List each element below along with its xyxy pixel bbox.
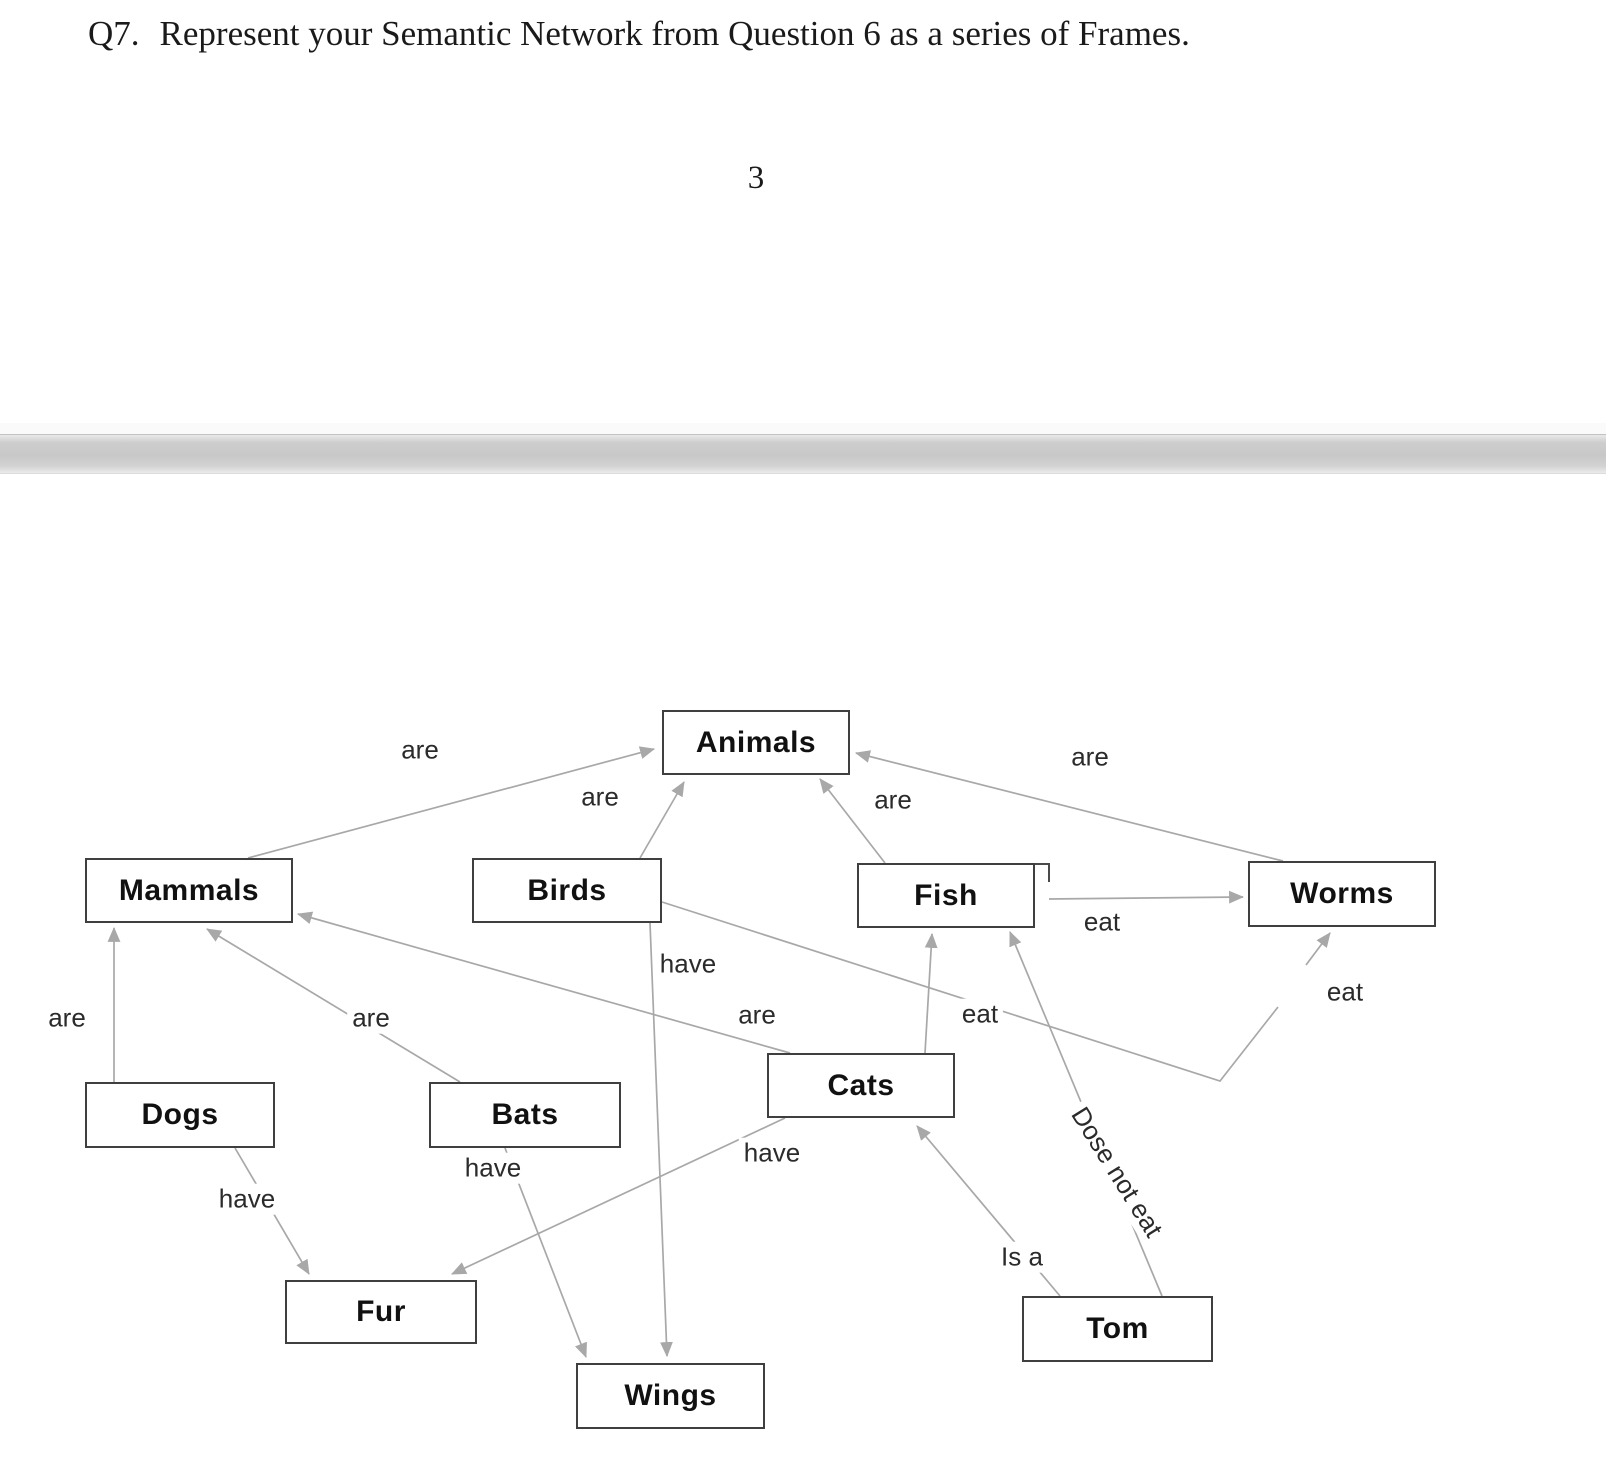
edge-label-dogs-mammals: are xyxy=(43,1002,91,1034)
edge-birds-animals xyxy=(639,781,685,859)
edge-mammals-animals xyxy=(247,746,656,859)
edge-label-cats-fish: eat xyxy=(956,998,1004,1030)
edge-fish-worms xyxy=(1048,890,1245,904)
edge-birds-worms xyxy=(1305,932,1331,966)
edge-label-bats-wings: have xyxy=(459,1152,527,1184)
node-animals: Animals xyxy=(662,710,850,775)
node-cats: Cats xyxy=(767,1053,955,1118)
node-bats: Bats xyxy=(429,1082,621,1148)
edge-label-fish-worms: eat xyxy=(1078,906,1126,938)
node-wings: Wings xyxy=(576,1363,765,1429)
question-text: Q7. Represent your Semantic Network from … xyxy=(88,14,1190,54)
edge-birds-worms xyxy=(661,901,1279,1082)
node-fur: Fur xyxy=(285,1280,477,1344)
page-number: 3 xyxy=(747,160,765,196)
node-birds: Birds xyxy=(472,858,662,923)
edge-cats-fur xyxy=(451,1117,786,1275)
edge-label-birds-wings: have xyxy=(654,948,722,980)
edge-worms-animals xyxy=(854,750,1284,862)
edge-label-birds-worms: eat xyxy=(1321,976,1369,1008)
question-number: Q7. xyxy=(88,14,140,53)
edge-bats-mammals xyxy=(206,928,461,1083)
edge-cats-mammals xyxy=(296,911,791,1054)
edge-label-tom-cats: Is a xyxy=(996,1241,1048,1273)
node-worms: Worms xyxy=(1248,861,1436,927)
edge-label-worms-animals: are xyxy=(1066,741,1114,773)
page-divider xyxy=(0,434,1606,474)
edge-label-bats-mammals: are xyxy=(347,1002,395,1034)
page-gap-shadow xyxy=(0,423,1606,434)
node-fish: Fish xyxy=(857,863,1035,928)
node-tom: Tom xyxy=(1022,1296,1213,1362)
question-body: Represent your Semantic Network from Que… xyxy=(159,14,1190,53)
edge-cats-fish xyxy=(924,932,938,1054)
edge-birds-wings xyxy=(649,922,673,1358)
edge-label-dogs-fur: have xyxy=(213,1183,281,1215)
edge-label-birds-animals: are xyxy=(576,781,624,813)
edge-fish-animals xyxy=(819,778,886,864)
edge-label-fish-animals: are xyxy=(869,784,917,816)
fish-box-notch xyxy=(1035,863,1050,882)
node-dogs: Dogs xyxy=(85,1082,275,1148)
edge-label-cats-fur: have xyxy=(738,1137,806,1169)
edge-label-cats-mammals: are xyxy=(733,999,781,1031)
node-mammals: Mammals xyxy=(85,858,293,923)
edge-label-mammals-animals: are xyxy=(396,734,444,766)
